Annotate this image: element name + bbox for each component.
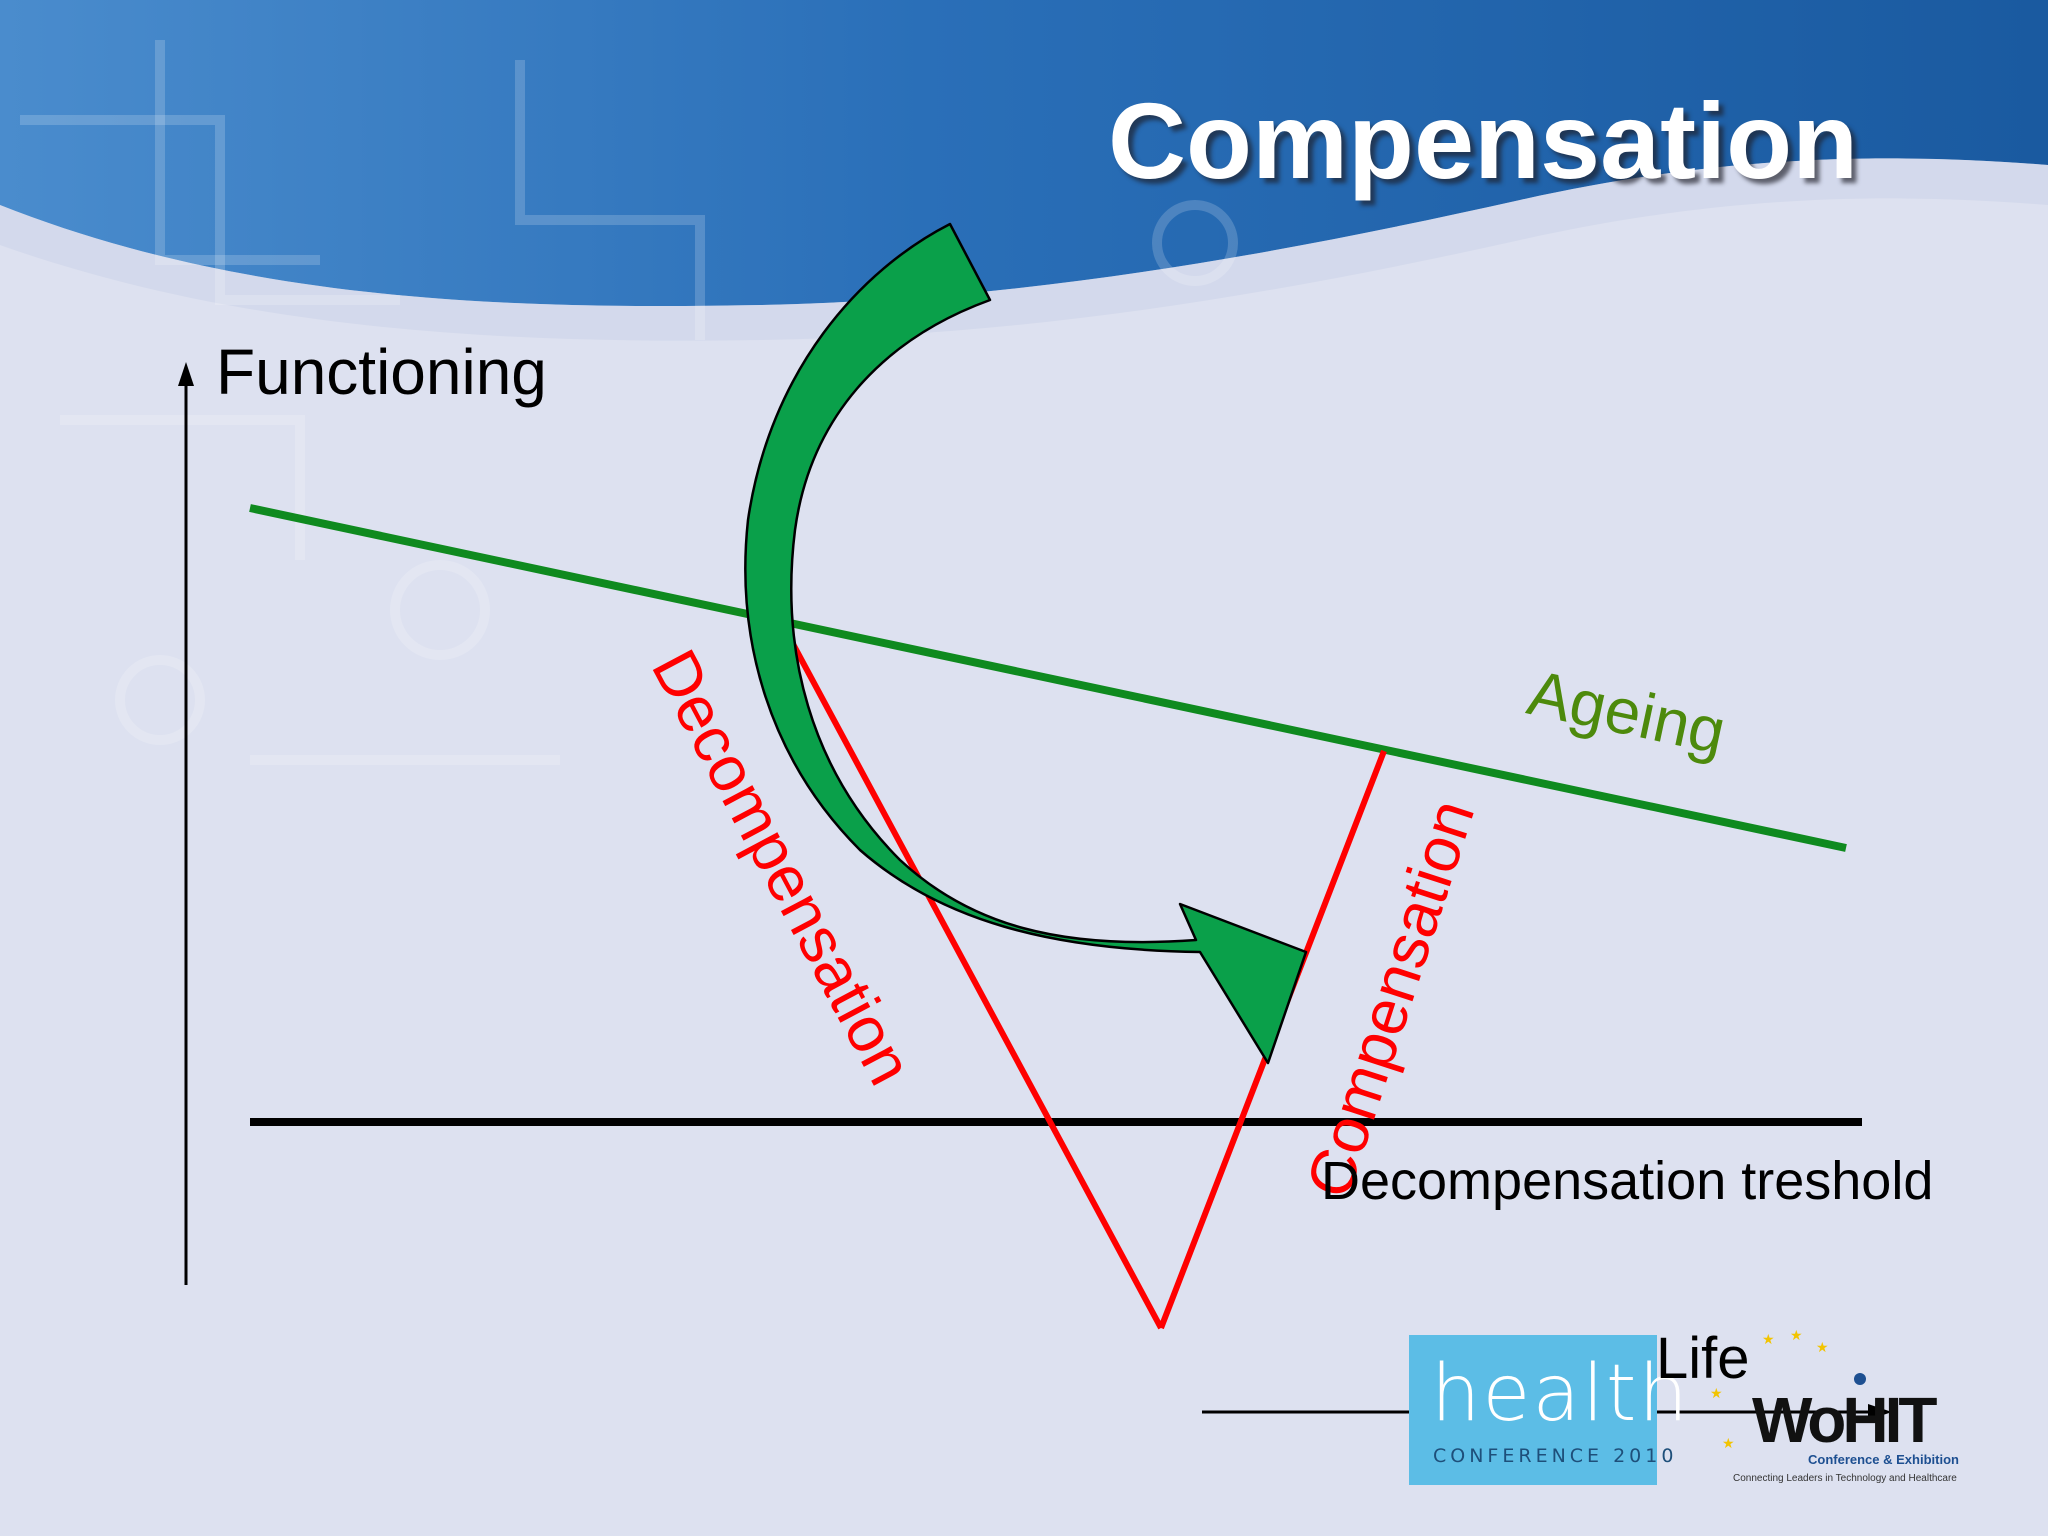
threshold-label: Decompensation treshold <box>1321 1151 1934 1211</box>
svg-text:★: ★ <box>1816 1339 1829 1355</box>
svg-text:★: ★ <box>1722 1435 1735 1451</box>
whit-logo: WoHIT <box>1752 1384 1937 1456</box>
ageing-line <box>249 504 1847 852</box>
health-logo-word: health <box>1431 1349 1690 1439</box>
svg-text:★: ★ <box>1710 1385 1723 1401</box>
slide-title: Compensation <box>1108 80 1859 201</box>
whit-logo-tagline: Connecting Leaders in Technology and Hea… <box>1733 1473 1957 1484</box>
eu-stars-icon: ★ ★ ★ ★ ★ <box>1710 1327 1829 1451</box>
whit-logo-subtitle: Conference & Exhibition <box>1808 1452 1959 1467</box>
svg-text:★: ★ <box>1790 1327 1803 1343</box>
functioning-axis-arrowhead <box>178 362 194 386</box>
life-logo-text: Life <box>1656 1326 1750 1391</box>
health-conference-logo: health CONFERENCE 2010 <box>1409 1335 1688 1485</box>
compensation-arrow-icon <box>744 222 1308 1065</box>
svg-text:★: ★ <box>1762 1331 1775 1347</box>
health-logo-conference: CONFERENCE 2010 <box>1433 1445 1678 1467</box>
functioning-axis-label: Functioning <box>216 336 547 408</box>
decompensation-line <box>783 629 1164 1330</box>
